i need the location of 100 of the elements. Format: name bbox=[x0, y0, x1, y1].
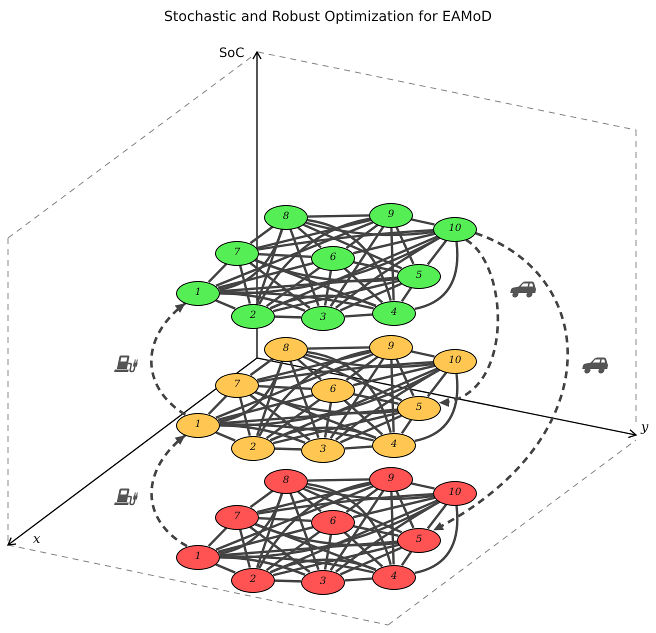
connector-line bbox=[215, 299, 236, 310]
connector-line bbox=[250, 358, 274, 376]
node-ellipse: 4 bbox=[372, 300, 416, 326]
connector-line bbox=[297, 226, 322, 248]
connector-line bbox=[426, 372, 448, 398]
connector-line bbox=[330, 490, 384, 571]
connector-line bbox=[218, 360, 284, 423]
connector-line bbox=[256, 360, 284, 436]
node-ellipse: 10 bbox=[433, 480, 477, 506]
connector-line bbox=[289, 228, 320, 306]
connector-line bbox=[256, 218, 372, 250]
connector-line bbox=[256, 492, 284, 568]
connector-line bbox=[220, 276, 398, 293]
connector-line bbox=[344, 445, 372, 450]
connector-line bbox=[270, 367, 438, 442]
node-ellipse: 2 bbox=[231, 436, 275, 460]
connector-line bbox=[344, 532, 384, 568]
connector-line bbox=[208, 395, 228, 415]
connector-line bbox=[340, 282, 402, 312]
connector-line bbox=[208, 263, 228, 283]
connector-line bbox=[346, 224, 378, 250]
connector-line bbox=[266, 398, 320, 440]
node-ellipse: 1 bbox=[176, 544, 220, 570]
connector-line bbox=[270, 426, 376, 442]
connector-line bbox=[215, 431, 236, 442]
node-ellipse: 3 bbox=[301, 570, 345, 594]
connector-line bbox=[256, 228, 284, 304]
connector-line bbox=[238, 397, 252, 436]
connector-line bbox=[400, 551, 412, 566]
connector-line bbox=[324, 402, 332, 438]
connector-line bbox=[344, 313, 372, 318]
connector-line bbox=[258, 218, 370, 305]
connector-line bbox=[344, 400, 384, 436]
node-ellipse: 1 bbox=[176, 280, 220, 306]
connector-line bbox=[270, 235, 438, 310]
connector-line bbox=[270, 294, 376, 310]
connector-line bbox=[324, 270, 332, 306]
connector-line bbox=[411, 350, 435, 358]
node-ellipse: 2 bbox=[231, 304, 275, 328]
connector-line bbox=[258, 252, 312, 258]
connector-line bbox=[353, 393, 399, 405]
connector-line bbox=[258, 361, 434, 383]
diagram-title: Stochastic and Robust Optimization for EAMoD bbox=[164, 9, 492, 26]
connector-line bbox=[308, 346, 370, 350]
connector-line bbox=[274, 579, 302, 583]
connector-line bbox=[215, 485, 374, 551]
dashed-arrow bbox=[438, 238, 499, 406]
connector-line bbox=[250, 226, 274, 244]
connector-line bbox=[353, 232, 435, 254]
connector-line bbox=[256, 482, 372, 514]
connector-line bbox=[254, 523, 398, 546]
connector-line bbox=[414, 241, 458, 310]
node-ellipse: 4 bbox=[372, 564, 416, 590]
connector-line bbox=[220, 540, 398, 557]
connector-line bbox=[390, 491, 395, 565]
connector-line bbox=[297, 358, 322, 380]
connector-line bbox=[305, 222, 434, 236]
node-ellipse: 4 bbox=[372, 432, 416, 458]
connector-line bbox=[395, 226, 415, 264]
connector-line bbox=[250, 262, 310, 309]
connector-line bbox=[353, 261, 399, 273]
connector-line bbox=[266, 266, 320, 308]
node-ellipse: 10 bbox=[433, 216, 477, 242]
connector-line bbox=[218, 228, 284, 291]
connector-line bbox=[254, 522, 376, 572]
connector-line bbox=[305, 486, 434, 500]
node-ellipse: 5 bbox=[397, 528, 441, 552]
connector-line bbox=[256, 350, 372, 382]
connector-line bbox=[218, 262, 314, 289]
connector-line bbox=[258, 493, 434, 515]
node-ellipse: 9 bbox=[369, 334, 413, 360]
connector-line bbox=[353, 525, 399, 537]
connector-line bbox=[250, 526, 310, 573]
connector-line bbox=[258, 384, 312, 390]
connector-line bbox=[340, 546, 402, 576]
connector-line bbox=[270, 499, 438, 574]
connector-line bbox=[302, 356, 402, 402]
connector-line bbox=[215, 353, 374, 419]
connector-line bbox=[340, 414, 402, 444]
connector-line bbox=[272, 280, 400, 312]
connector-line bbox=[220, 408, 398, 425]
connector-line bbox=[411, 218, 435, 226]
connector-line bbox=[307, 350, 392, 433]
dashed-arrow bbox=[150, 434, 188, 548]
connector-line bbox=[390, 227, 395, 301]
node-ellipse: 8 bbox=[264, 468, 308, 494]
connector-line bbox=[426, 504, 448, 530]
connector-line bbox=[330, 226, 384, 307]
connector-line bbox=[215, 221, 374, 287]
connector-line bbox=[344, 268, 384, 304]
node-ellipse: 3 bbox=[301, 438, 345, 462]
connector-line bbox=[215, 563, 236, 574]
connector-line bbox=[274, 447, 302, 451]
connector-line bbox=[395, 358, 415, 396]
node-ellipse: 3 bbox=[301, 306, 345, 330]
connector-line bbox=[335, 236, 440, 309]
connector-line bbox=[308, 478, 370, 482]
connector-line bbox=[250, 490, 274, 508]
connector-line bbox=[272, 544, 400, 576]
connector-line bbox=[307, 218, 392, 301]
